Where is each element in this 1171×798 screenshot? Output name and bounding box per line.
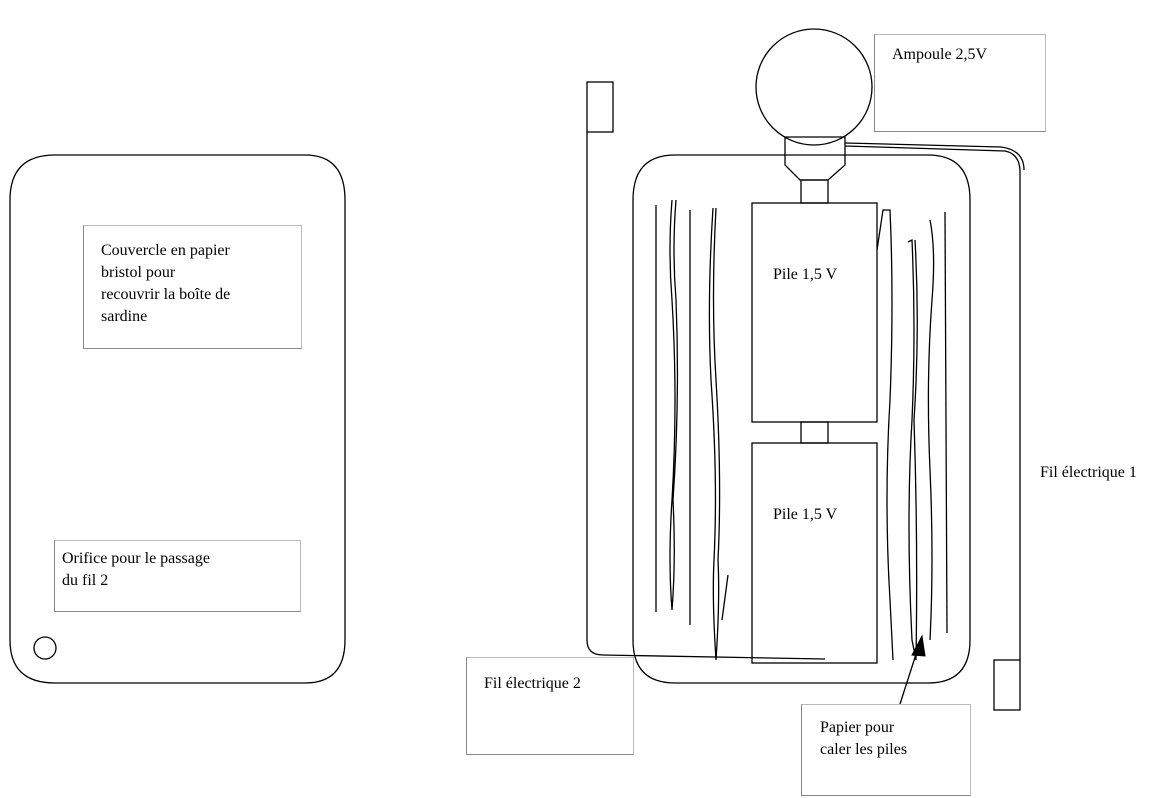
paper-strips-left [655, 199, 729, 661]
hole-label: Orifice pour le passage du fil 2 [62, 550, 210, 589]
wire-2-end-clip [586, 81, 614, 133]
bulb-label: Ampoule 2,5V [892, 46, 988, 63]
paper-strips-right [876, 209, 948, 661]
battery-bottom-label: Pile 1,5 V [773, 506, 838, 523]
battery-top [751, 202, 878, 423]
battery-top-label: Pile 1,5 V [773, 266, 838, 283]
battery-connector [800, 421, 829, 444]
battery-bottom [751, 442, 878, 664]
bulb-label-box [874, 34, 1046, 132]
hole-label-box [54, 540, 301, 612]
wire-1-label: Fil électrique 1 [1040, 464, 1137, 481]
paper-label-box [801, 704, 971, 796]
wire-1 [844, 145, 1021, 660]
wire-2 [586, 132, 826, 660]
paper-arrow-head [911, 634, 926, 657]
wire-2-label-box [466, 657, 634, 755]
bulb-socket [784, 136, 846, 181]
lid-description-label: Couvercle en papier bristol pour recouvr… [101, 242, 231, 325]
paper-arrow-line [899, 647, 919, 705]
lid-description-box [83, 225, 302, 349]
top-battery-terminal [800, 179, 829, 204]
wire-1-end-clip [993, 659, 1021, 711]
wire-hole-circle [33, 636, 57, 660]
sardine-box-outline [632, 154, 971, 684]
bulb-globe [755, 28, 873, 146]
paper-label: Papier pour caler les piles [820, 719, 908, 758]
wire-2-label: Fil électrique 2 [484, 675, 581, 692]
lid-outline [9, 154, 346, 684]
